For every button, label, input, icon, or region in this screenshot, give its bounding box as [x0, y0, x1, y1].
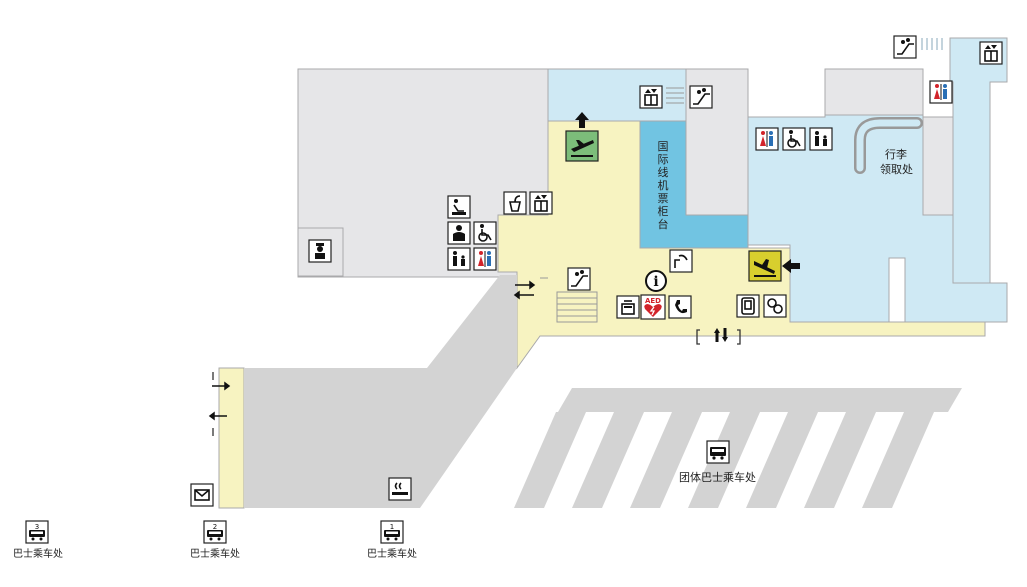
information-letter: i [653, 274, 658, 290]
elevator-icon [529, 191, 553, 215]
bus-stop-label: 巴士乘车处 [367, 547, 417, 560]
family-restroom-icon [447, 247, 471, 271]
counter-label-char: 台 [658, 217, 669, 231]
west-yellow-walkway [218, 367, 245, 509]
telephone-icon [668, 295, 692, 319]
counter-label-char: 际 [658, 153, 669, 166]
mail-icon [190, 483, 214, 507]
upper-stairs [666, 87, 684, 104]
group-bus-label: 团体巴士乘车处 [679, 470, 756, 484]
elevator-icon [979, 41, 1003, 65]
aed-icon: AED [640, 294, 666, 320]
counter-label-char: 国 [658, 140, 669, 153]
tower-stairs [921, 38, 943, 50]
baggage-side-block [922, 116, 954, 216]
escalator-icon [893, 35, 917, 59]
road-area [244, 275, 540, 508]
bus-stop-1: 1 巴士乘车处 [367, 520, 417, 560]
escalator-icon [567, 267, 591, 291]
parking-stripe-6 [804, 412, 876, 508]
parking-stripe-3 [630, 412, 702, 508]
bus-stop-number: 1 [390, 523, 394, 531]
departure-icon [565, 130, 599, 162]
entrance-arrow-icon [782, 259, 800, 273]
wheelchair-icon [473, 221, 497, 245]
bus-stop-label: 巴士乘车处 [190, 547, 240, 560]
upper-blue-hall [547, 68, 687, 122]
restroom-icon [473, 247, 497, 271]
parking-lot [514, 388, 962, 508]
escalator-stairs [540, 277, 598, 323]
counter-label-char: 票 [658, 192, 669, 205]
bus-icon [706, 440, 730, 464]
restroom-icon [929, 80, 953, 104]
bus-stop-2: 2 巴士乘车处 [190, 520, 240, 560]
baggage-claim-label-1: 行李 [885, 147, 907, 161]
parking-stripe-7 [862, 412, 934, 508]
wheelchair-icon [782, 127, 806, 151]
bus-stop-3: 3 巴士乘车处 [13, 520, 63, 560]
bus-stop-label: 巴士乘车处 [13, 547, 63, 560]
parking-stripe-5 [746, 412, 818, 508]
drinking-fountain-icon [669, 249, 693, 273]
family-restroom-icon [809, 127, 833, 151]
bus-stop-number: 2 [213, 523, 217, 531]
counter-label-char: 机 [658, 178, 669, 192]
currency-exchange-icon [763, 294, 787, 318]
parking-stripe-1 [514, 412, 586, 508]
escalator-icon [689, 85, 713, 109]
nursing-room-icon [447, 221, 471, 245]
entrance-arrow-icon [575, 112, 589, 128]
east-tower [949, 37, 1008, 284]
arrival-icon [748, 250, 782, 282]
ticket-counter-label: 国际线机票柜台 [658, 140, 669, 231]
entrance-arrow-icon [208, 381, 231, 421]
aed-label: AED [645, 297, 661, 305]
northeast-block [824, 68, 924, 116]
parking-row [558, 388, 962, 412]
drinking-fountain-icon [503, 191, 527, 215]
counter-label-char: 柜 [658, 205, 669, 218]
smoking-area-icon [388, 477, 412, 501]
baggage-carousel-inner [856, 119, 921, 172]
elevator-icon [639, 85, 663, 109]
information-icon: i [645, 270, 667, 292]
atm-icon [736, 294, 760, 318]
ticket-counter-area [639, 120, 749, 249]
restroom-icon [755, 127, 779, 151]
locker-icon [616, 295, 640, 319]
parking-stripe-2 [572, 412, 644, 508]
counter-label-char: 线 [658, 165, 669, 179]
baby-care-icon [447, 195, 471, 219]
entrance-markers [212, 329, 741, 436]
baggage-claim-label-2: 领取处 [880, 163, 913, 176]
bus-stop-number: 3 [35, 523, 39, 531]
entrance-arrow-icon [513, 280, 536, 300]
guard-icon [308, 239, 332, 263]
entrance-arrow-icon [714, 328, 728, 342]
